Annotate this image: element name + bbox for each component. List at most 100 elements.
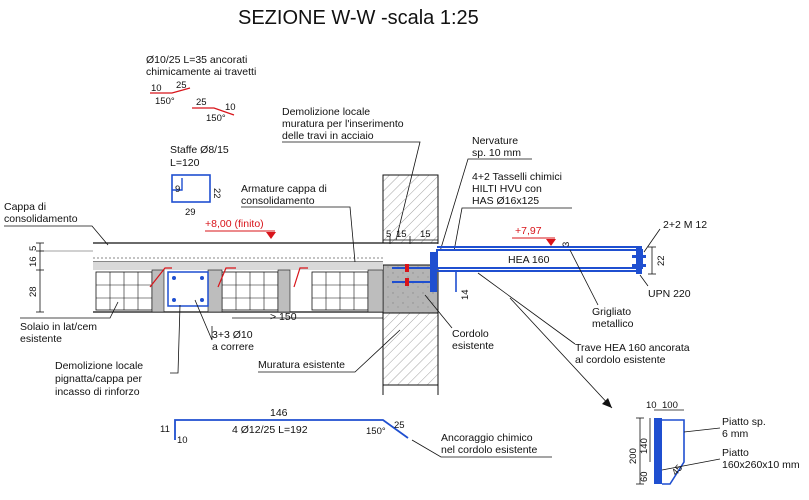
hollow-block-cells <box>96 272 368 310</box>
dim-top-5: 5 <box>386 229 391 240</box>
chemical-anchors <box>392 267 430 283</box>
rinforzo-line1: 3+3 Ø10 <box>212 329 253 341</box>
cappa-line1: Cappa di <box>4 201 46 213</box>
solaio-line2: esistente <box>20 333 62 345</box>
tasselli-line2: HILTI HVU con <box>472 183 542 195</box>
demolizione-pignatta-leader <box>170 304 181 374</box>
red-anchor-bars <box>149 267 308 288</box>
reinforcement-bars <box>172 276 204 302</box>
dim-top-15a: 15 <box>396 229 407 240</box>
plate-detail-base <box>654 418 662 484</box>
bar-foot-dim: 10 <box>177 435 188 446</box>
staffa-hook <box>172 178 183 191</box>
staffa-width-dim: 29 <box>185 207 196 218</box>
nervature-leader <box>437 158 532 259</box>
plate-dim-60: 60 <box>639 471 650 482</box>
nervature-line1: Nervature <box>472 135 518 147</box>
staffa-shape <box>171 174 211 203</box>
bars-note-line2: chimicamente ai travetti <box>146 66 256 78</box>
anchor-plate <box>430 252 437 292</box>
plate-dim-140: 140 <box>639 438 650 454</box>
staffe-label2: L=120 <box>170 157 200 169</box>
bend1-angle: 150° <box>155 96 175 107</box>
upn-section <box>636 247 642 274</box>
nervature-line2: sp. 10 mm <box>472 147 521 159</box>
plate-dim-100: 100 <box>662 400 678 411</box>
dim-16: 16 <box>28 256 39 267</box>
staffe-label1: Staffe Ø8/15 <box>170 144 229 156</box>
armature-cappa-leader <box>241 206 356 263</box>
trave-note-leader <box>477 272 576 345</box>
bend1-b: 25 <box>176 80 187 91</box>
hea-label: HEA 160 <box>508 254 550 266</box>
plate-detail-stiffener <box>662 419 685 485</box>
bolts-leader <box>643 228 661 253</box>
bar-angle: 150° <box>366 426 386 437</box>
upn-leader <box>639 274 649 287</box>
dim-14: 14 <box>460 289 471 300</box>
bars-note-line1: Ø10/25 L=35 ancorati <box>146 54 247 66</box>
demolizione-muratura-line2: muratura per l'inserimento <box>282 118 404 130</box>
ancoraggio-line1: Ancoraggio chimico <box>441 432 533 444</box>
detail-arrow-line <box>509 297 613 409</box>
dim-3: 3 <box>561 242 572 247</box>
staffa-height-dim: 22 <box>211 188 222 199</box>
bent-bar-1 <box>150 87 191 94</box>
anchor-nuts <box>405 264 409 286</box>
bend2-a: 25 <box>196 97 207 108</box>
bolts-label: 2+2 M 12 <box>663 219 707 231</box>
solaio-leader <box>20 301 119 319</box>
dim-5: 5 <box>28 246 39 251</box>
cordolo-line2: esistente <box>452 340 494 352</box>
dim-150: > 150 <box>270 311 297 323</box>
tasselli-leader <box>451 207 572 263</box>
cappa-line2: consolidamento <box>4 213 78 225</box>
piatto1-line2: 6 mm <box>722 428 749 440</box>
level-trave: +7,97 <box>515 225 542 237</box>
bar-left-dim: 11 <box>160 424 170 435</box>
hollow-blocks <box>95 271 369 311</box>
plate-dim-lines <box>636 409 684 485</box>
muratura-label: Muratura esistente <box>258 359 345 371</box>
left-dimension-line <box>36 242 93 313</box>
plate-dim-200: 200 <box>628 448 639 464</box>
ancoraggio-leader <box>411 439 552 458</box>
muratura-leader <box>258 329 401 373</box>
level-trave-marker <box>546 239 556 246</box>
dim-22-line <box>648 246 656 275</box>
grigliato-line1: Grigliato <box>592 306 631 318</box>
bend1-a: 10 <box>151 83 162 94</box>
top-dimensions <box>383 236 439 244</box>
cappa-leader <box>4 225 109 246</box>
demolizione-muratura-line3: delle travi in acciaio <box>282 130 374 142</box>
detail-arrow-head <box>602 398 612 408</box>
trave-note-line1: Trave HEA 160 ancorata <box>575 342 690 354</box>
bend2-angle: 150° <box>206 113 226 124</box>
piatto2-leader <box>661 458 721 471</box>
demolizione-pignatta-line1: Demolizione locale <box>55 360 143 372</box>
level-finito-marker <box>266 232 276 239</box>
piatto2-line1: Piatto <box>722 447 749 459</box>
ancoraggio-line2: nel cordolo esistente <box>441 444 537 456</box>
bolts-marks <box>632 255 646 267</box>
demolizione-pignatta-line2: pignatta/cappa per <box>55 373 142 385</box>
bar-top-dim: 146 <box>270 407 288 419</box>
wall-lower <box>382 312 439 386</box>
piatto1-line1: Piatto sp. <box>722 416 766 428</box>
armature-cappa-line1: Armature cappa di <box>241 183 327 195</box>
armature-cappa-line2: consolidamento <box>241 195 315 207</box>
cordolo-leader <box>424 294 453 329</box>
joists <box>151 269 384 313</box>
plate-dim-10: 10 <box>646 400 657 411</box>
bent-bar-2 <box>192 107 235 116</box>
tasselli-line1: 4+2 Tasselli chimici <box>472 171 562 183</box>
rinforzo-leader <box>194 299 213 341</box>
cordolo-concrete <box>382 264 439 314</box>
bar-tail-dim: 25 <box>394 420 405 431</box>
demolizione-muratura-line1: Demolizione locale <box>282 106 370 118</box>
bar-detail-shape <box>174 419 409 440</box>
cordolo-line1: Cordolo <box>452 328 489 340</box>
tasselli-line3: HAS Ø16x125 <box>472 195 539 207</box>
piatto2-line2: 160x260x10 mm <box>722 459 800 471</box>
